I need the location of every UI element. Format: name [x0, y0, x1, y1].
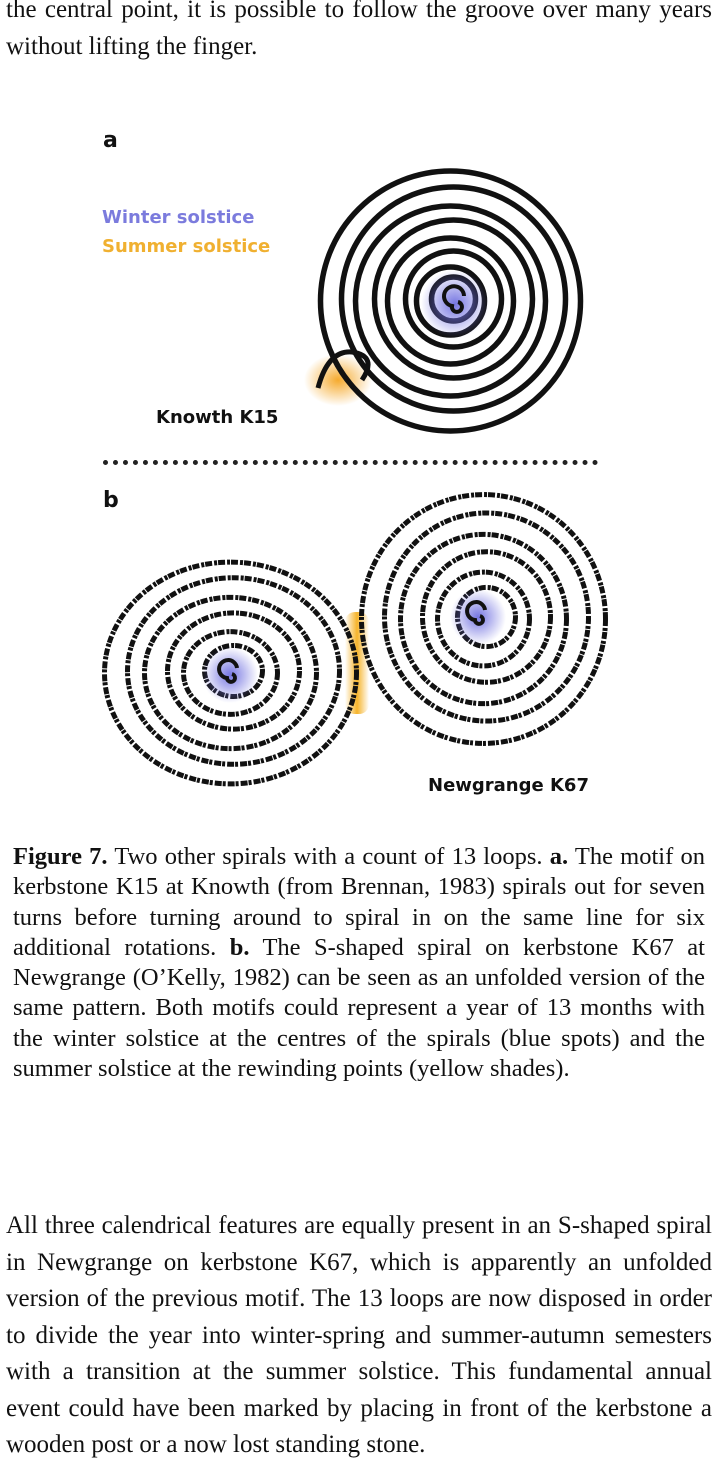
newgrange-right-rings-ring [420, 549, 553, 685]
spiral-figure [102, 168, 608, 787]
knowth-k15-spiral [304, 168, 584, 434]
knowth-rings-ring [402, 248, 505, 350]
knowth-rings-ring [338, 184, 569, 414]
knowth-rings-ring [371, 217, 536, 381]
knowth-rings-ring [384, 235, 517, 367]
newgrange-right-rings-ring [382, 510, 591, 724]
panel-divider [103, 460, 598, 465]
newgrange-right-rings-ring [359, 492, 608, 746]
knowth-k15-outer-return [315, 349, 371, 389]
newgrange-k67-spiral [102, 492, 608, 787]
knowth-k15-label: Knowth K15 [156, 407, 279, 428]
winter-solstice-spot-a [421, 270, 489, 338]
legend-summer-solstice: Summer solstice [102, 236, 271, 257]
newgrange-left-rings-ring [142, 594, 319, 752]
top-paragraph: the central point, it is possible to fol… [6, 0, 712, 60]
newgrange-left-rings-ring [102, 559, 359, 787]
figure-caption: Figure 7. Two other spirals with a count… [13, 842, 705, 1084]
newgrange-left-rings-ring [165, 610, 302, 732]
newgrange-k67-label: Newgrange K67 [428, 775, 589, 796]
newgrange-left-rings [102, 559, 359, 787]
legend-winter-solstice: Winter solstice [102, 207, 255, 228]
knowth-rings-ring [352, 203, 549, 399]
panel-a-letter: a [103, 128, 118, 153]
newgrange-right-rings-ring [435, 569, 532, 669]
newgrange-right-center-curl [465, 600, 487, 626]
caption-figure-label: Figure 7. [13, 843, 108, 870]
newgrange-left-center-curl [217, 658, 239, 684]
newgrange-left-rings-ring [181, 629, 280, 717]
newgrange-right-rings [359, 492, 608, 746]
bottom-paragraph: All three calendrical features are equal… [6, 1212, 712, 1458]
winter-solstice-spot-b-right [450, 589, 506, 645]
winter-solstice-spot-b-left [202, 647, 258, 703]
panel-b-letter: b [103, 488, 119, 513]
knowth-k15-center-curl [442, 284, 466, 314]
caption-part-a-text: The motif on kerbstone K15 at Knowth (fr… [13, 843, 705, 961]
caption-part-b-text: The S-shaped spiral on kerbstone K67 at … [13, 933, 705, 1083]
newgrange-left-rings-ring [125, 575, 342, 767]
newgrange-right-rings-ring [398, 531, 569, 707]
caption-part-a-letter: a. [549, 843, 569, 870]
caption-intro: Two other spirals with a count of 13 loo… [107, 843, 550, 870]
caption-part-b-letter: b. [229, 933, 250, 961]
knowth-rings-ring [317, 168, 584, 434]
knowth-k15-rings [317, 168, 584, 434]
